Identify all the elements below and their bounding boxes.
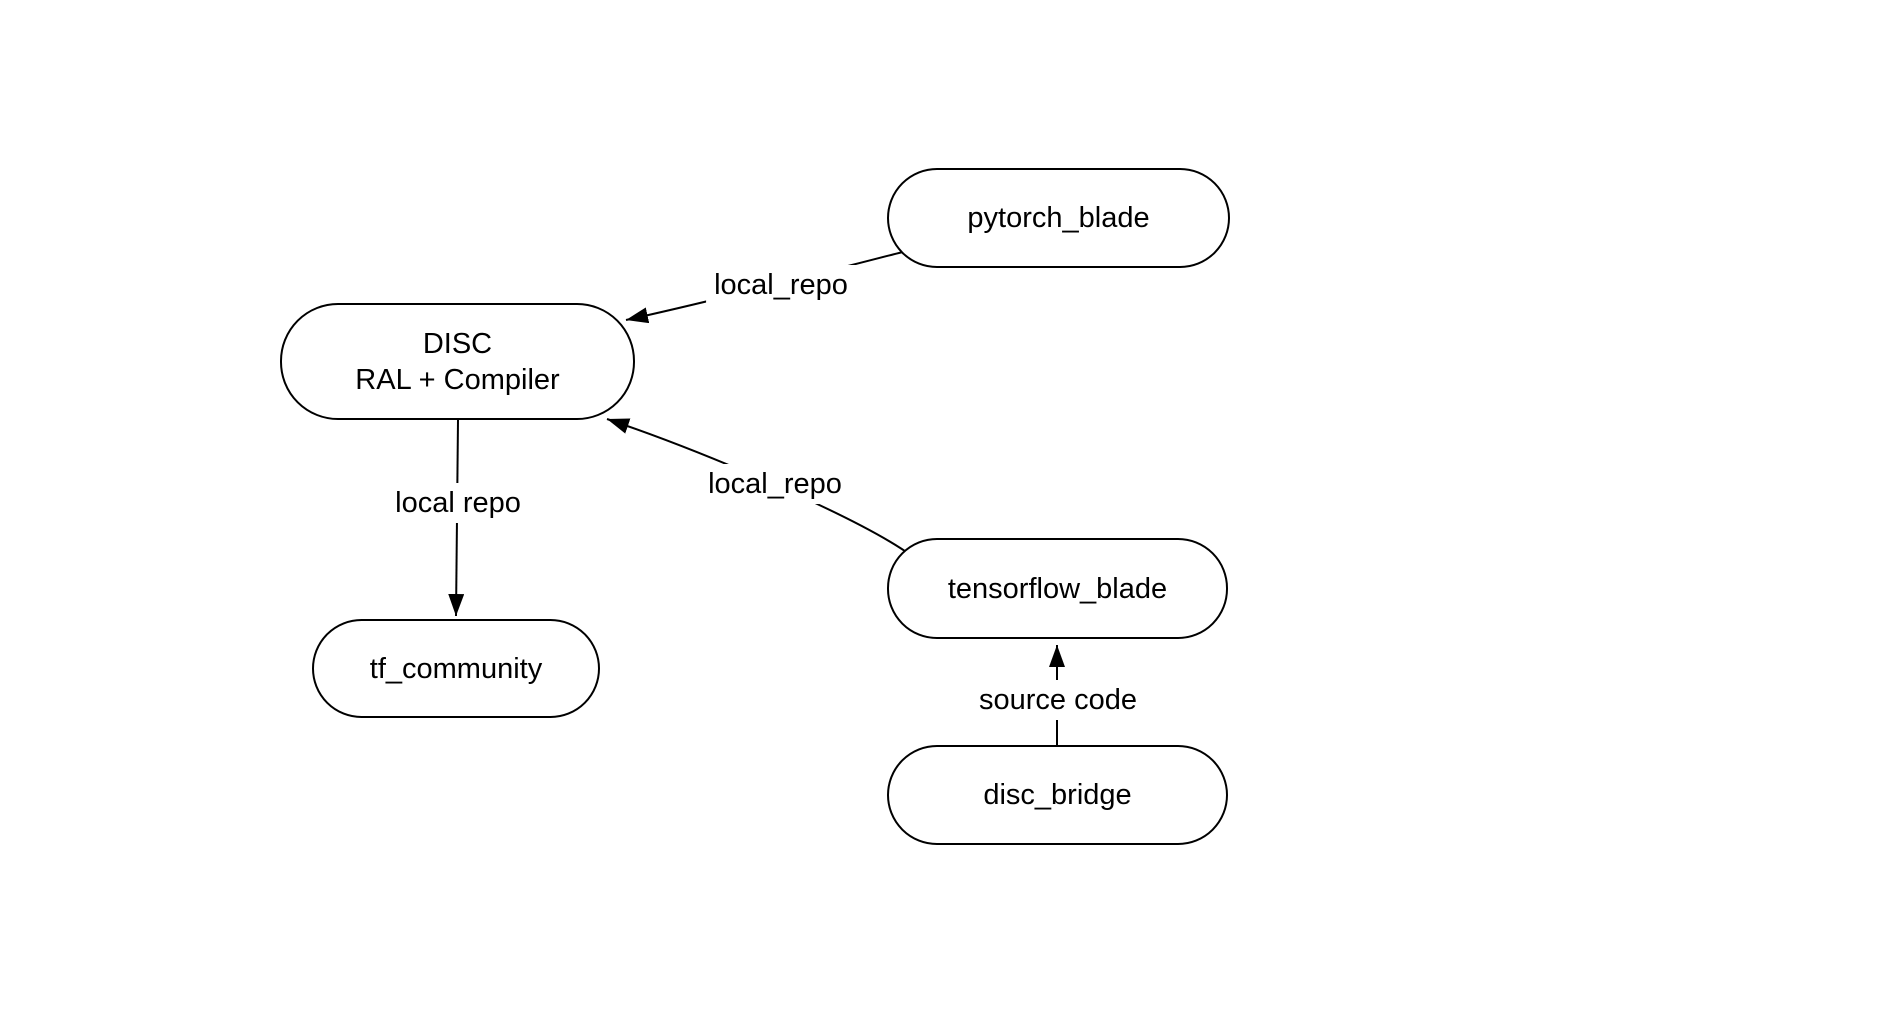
edge-label-local-repo-tensorflow: local_repo xyxy=(700,464,850,504)
node-tensorflow-blade: tensorflow_blade xyxy=(887,538,1228,639)
edge-label-local-repo-tf-community: local repo xyxy=(387,483,529,523)
node-label: disc_bridge xyxy=(983,779,1132,811)
node-pytorch-blade: pytorch_blade xyxy=(887,168,1230,268)
node-label: pytorch_blade xyxy=(967,202,1150,234)
edge-label-source-code: source code xyxy=(971,680,1145,720)
node-tf-community: tf_community xyxy=(312,619,600,718)
node-disc-ral-compiler: DISC RAL + Compiler xyxy=(280,303,635,420)
edge-label-local-repo-pytorch: local_repo xyxy=(706,265,856,305)
node-label-line2: RAL + Compiler xyxy=(355,363,560,396)
node-label: tensorflow_blade xyxy=(947,572,1168,605)
node-label: tf_community xyxy=(369,652,543,685)
node-label-line1: DISC xyxy=(422,327,493,360)
node-disc-bridge: disc_bridge xyxy=(887,745,1228,845)
